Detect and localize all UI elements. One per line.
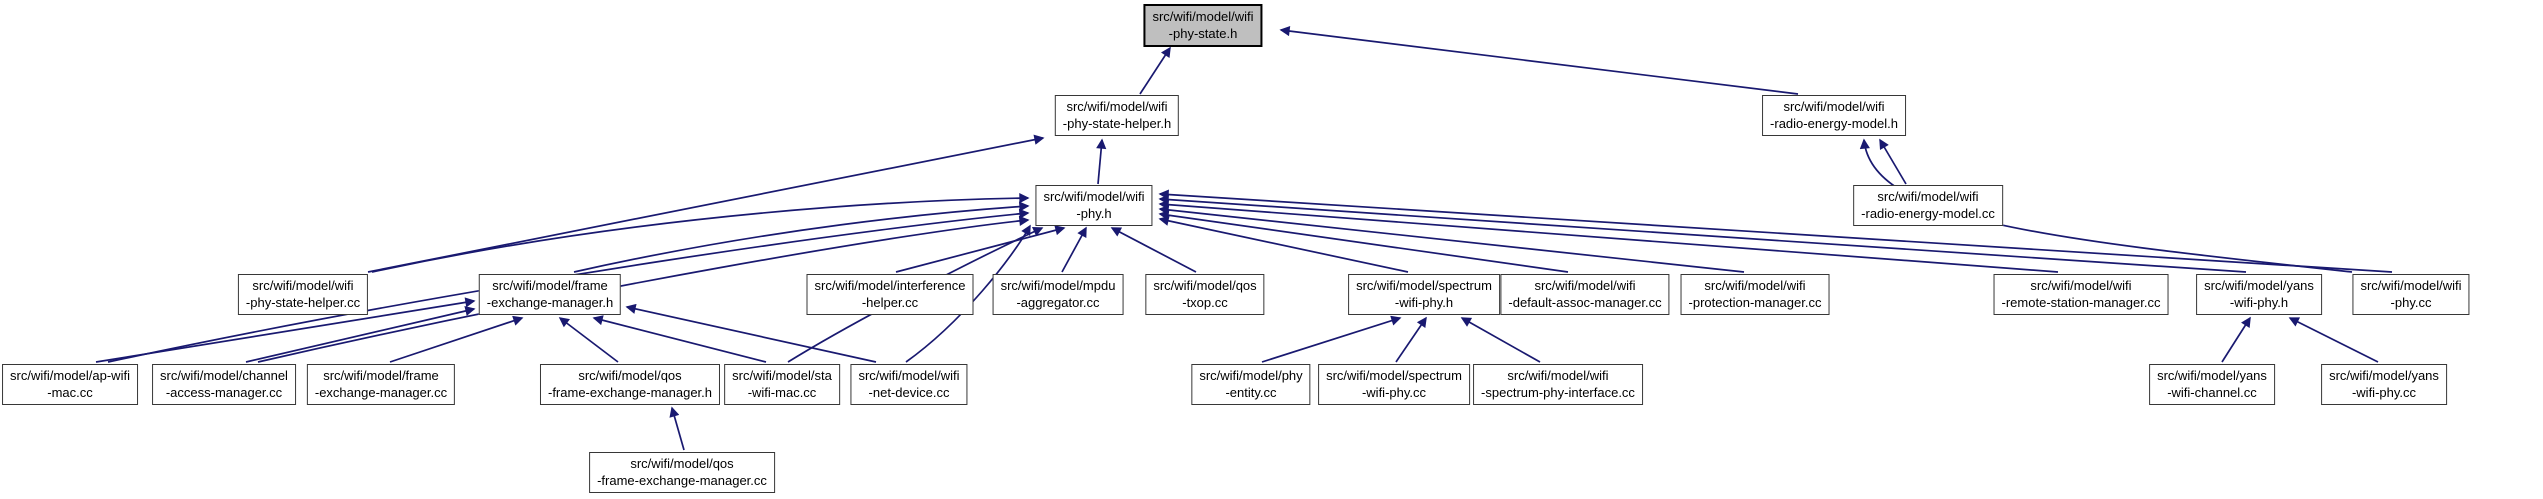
include-edge-channel_access_manager_cc-to-wifi_phy_h	[257, 215, 1030, 363]
include-edge-interference_helper_cc-to-wifi_phy_h	[895, 225, 1066, 273]
graph-node-wifi_protection_manager_cc[interactable]: src/wifi/model/wifi -protection-manager.…	[1680, 274, 1830, 315]
graph-node-wifi_default_assoc_manager_cc[interactable]: src/wifi/model/wifi -default-assoc-manag…	[1500, 274, 1670, 315]
graph-node-wifi_radio_energy_model_h[interactable]: src/wifi/model/wifi -radio-energy-model.…	[1762, 95, 1906, 136]
include-edge-qos_frame_exchange_manager_cc-to-qos_frame_exchange_manager_h	[669, 406, 685, 451]
include-edge-wifi_radio_energy_model_cc-to-wifi_radio_energy_model_h	[1879, 138, 1907, 185]
graph-node-channel_access_manager_cc[interactable]: src/wifi/model/channel -access-manager.c…	[152, 364, 296, 405]
graph-node-wifi_net_device_cc[interactable]: src/wifi/model/wifi -net-device.cc	[850, 364, 968, 405]
include-edge-wifi_protection_manager_cc-to-wifi_phy_h	[1158, 204, 1745, 273]
include-edge-wifi_phy_state_helper_h-to-wifi_phy_state_h	[1139, 46, 1171, 95]
include-edge-wifi_remote_station_manager_cc-to-wifi_phy_h	[1158, 199, 2059, 273]
graph-node-frame_exchange_manager_h[interactable]: src/wifi/model/frame -exchange-manager.h	[478, 274, 622, 315]
include-edge-wifi_net_device_cc-to-frame_exchange_manager_h	[625, 303, 877, 363]
include-edge-channel_access_manager_cc-to-frame_exchange_manager_h	[245, 305, 476, 363]
include-edge-qos_frame_exchange_manager_h-to-frame_exchange_manager_h	[558, 317, 619, 363]
include-edge-yans_wifi_phy_cc-to-yans_wifi_phy_h	[2288, 317, 2379, 363]
graph-node-wifi_phy_h[interactable]: src/wifi/model/wifi -phy.h	[1035, 185, 1153, 226]
graph-node-sta_wifi_mac_cc[interactable]: src/wifi/model/sta -wifi-mac.cc	[724, 364, 840, 405]
graph-node-qos_frame_exchange_manager_cc[interactable]: src/wifi/model/qos -frame-exchange-manag…	[589, 452, 775, 493]
graph-node-qos_txop_cc[interactable]: src/wifi/model/qos -txop.cc	[1145, 274, 1265, 315]
include-edge-sta_wifi_mac_cc-to-frame_exchange_manager_h	[592, 315, 767, 363]
graph-node-wifi_phy_state_helper_h[interactable]: src/wifi/model/wifi -phy-state-helper.h	[1054, 95, 1180, 136]
graph-node-ap_wifi_mac_cc[interactable]: src/wifi/model/ap-wifi -mac.cc	[2, 364, 138, 405]
include-edge-ap_wifi_mac_cc-to-frame_exchange_manager_h	[95, 297, 476, 363]
graph-node-wifi_spectrum_phy_interface_cc[interactable]: src/wifi/model/wifi -spectrum-phy-interf…	[1473, 364, 1643, 405]
include-edge-spectrum_wifi_phy_h-to-wifi_phy_h	[1158, 215, 1409, 273]
graph-node-spectrum_wifi_phy_h[interactable]: src/wifi/model/spectrum -wifi-phy.h	[1348, 274, 1500, 315]
include-edge-wifi_phy_cc-to-wifi_phy_h	[1158, 189, 2393, 273]
graph-node-wifi_phy_state_h[interactable]: src/wifi/model/wifi -phy-state.h	[1143, 4, 1263, 47]
include-edge-wifi_phy_state_helper_cc-to-wifi_phy_state_helper_h	[367, 134, 1045, 273]
graph-node-yans_wifi_phy_cc[interactable]: src/wifi/model/yans -wifi-phy.cc	[2321, 364, 2447, 405]
graph-node-spectrum_wifi_phy_cc[interactable]: src/wifi/model/spectrum -wifi-phy.cc	[1318, 364, 1470, 405]
graph-node-phy_entity_cc[interactable]: src/wifi/model/phy -entity.cc	[1191, 364, 1311, 405]
graph-node-yans_wifi_phy_h[interactable]: src/wifi/model/yans -wifi-phy.h	[2196, 274, 2322, 315]
include-edge-wifi_phy_state_helper_cc-to-wifi_phy_h	[371, 193, 1030, 273]
include-edge-wifi_phy_h-to-wifi_phy_state_helper_h	[1096, 138, 1107, 185]
include-edge-yans_wifi_channel_cc-to-yans_wifi_phy_h	[2221, 316, 2251, 363]
graph-node-wifi_phy_cc[interactable]: src/wifi/model/wifi -phy.cc	[2352, 274, 2470, 315]
include-edge-yans_wifi_phy_h-to-wifi_phy_h	[1158, 194, 2247, 273]
graph-node-wifi_radio_energy_model_cc[interactable]: src/wifi/model/wifi -radio-energy-model.…	[1853, 185, 2003, 226]
include-edge-qos_txop_cc-to-wifi_phy_h	[1110, 227, 1197, 273]
graph-node-wifi_phy_state_helper_cc[interactable]: src/wifi/model/wifi -phy-state-helper.cc	[237, 274, 369, 315]
include-edge-spectrum_wifi_phy_cc-to-spectrum_wifi_phy_h	[1395, 316, 1427, 363]
graph-node-qos_frame_exchange_manager_h[interactable]: src/wifi/model/qos -frame-exchange-manag…	[539, 364, 721, 405]
include-edge-ap_wifi_mac_cc-to-wifi_phy_h	[107, 208, 1030, 363]
include-edge-mpdu_aggregator_cc-to-wifi_phy_h	[1061, 226, 1087, 273]
include-edge-frame_exchange_manager_h-to-wifi_phy_h	[573, 201, 1030, 273]
include-edge-frame_exchange_manager_cc-to-frame_exchange_manager_h	[389, 315, 524, 363]
include-edge-wifi_default_assoc_manager_cc-to-wifi_phy_h	[1158, 210, 1569, 273]
graph-node-wifi_remote_station_manager_cc[interactable]: src/wifi/model/wifi -remote-station-mana…	[1993, 274, 2169, 315]
include-edge-wifi_radio_energy_model_h-to-wifi_phy_state_h	[1279, 26, 1799, 95]
graph-node-mpdu_aggregator_cc[interactable]: src/wifi/model/mpdu -aggregator.cc	[992, 274, 1124, 315]
graph-node-yans_wifi_channel_cc[interactable]: src/wifi/model/yans -wifi-channel.cc	[2149, 364, 2275, 405]
graph-node-frame_exchange_manager_cc[interactable]: src/wifi/model/frame -exchange-manager.c…	[306, 364, 456, 405]
include-edge-wifi_spectrum_phy_interface_cc-to-spectrum_wifi_phy_h	[1460, 317, 1541, 363]
graph-node-interference_helper_cc[interactable]: src/wifi/model/interference -helper.cc	[806, 274, 974, 315]
include-edge-phy_entity_cc-to-spectrum_wifi_phy_h	[1261, 315, 1402, 363]
